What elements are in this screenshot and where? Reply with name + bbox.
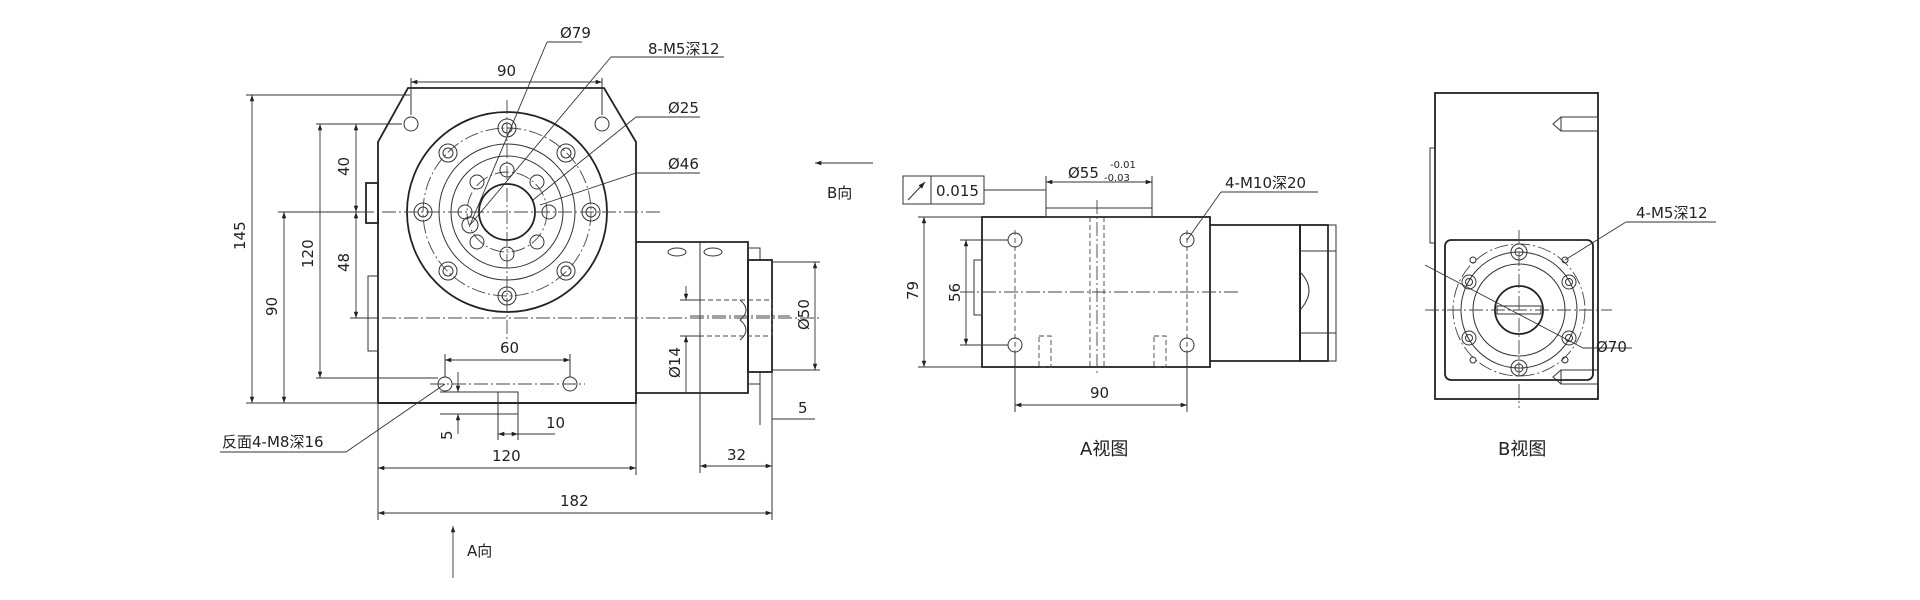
dim-w182: 182 — [560, 492, 589, 510]
view-a-motor — [1210, 224, 1301, 362]
dim-h145: 145 — [231, 221, 249, 250]
dim-w60: 60 — [500, 339, 519, 357]
dim-d79: Ø79 — [560, 24, 591, 42]
dim-d46: Ø46 — [668, 155, 699, 173]
view-b-housing — [1434, 92, 1599, 400]
dim-d55: Ø55 — [1068, 164, 1099, 182]
dim-4-m10: 4-M10深20 — [1225, 174, 1306, 192]
view-a-top-boss — [1045, 207, 1153, 218]
arrow-a-label: A向 — [467, 542, 492, 560]
arrow-b-label: B向 — [827, 184, 852, 202]
dim-d55-upper: -0.01 — [1110, 160, 1136, 171]
view-a: 0.015 Ø55 -0.01 -0.03 4-M10深20 79 56 90 … — [902, 160, 1337, 460]
dim-d25: Ø25 — [668, 99, 699, 117]
dim-w120: 120 — [492, 447, 521, 465]
front-view — [360, 87, 820, 415]
dim-back-holes: 反面4-M8深16 — [222, 433, 324, 451]
dim-h79: 79 — [904, 281, 922, 300]
dim-d70: Ø70 — [1596, 338, 1627, 356]
corner-hole-tr — [594, 116, 610, 132]
dim-h5: 5 — [438, 430, 456, 440]
tolerance-value: 0.015 — [936, 182, 979, 200]
dim-d50: Ø50 — [795, 299, 813, 330]
dim-h56: 56 — [946, 283, 964, 302]
dim-h120: 120 — [299, 239, 317, 268]
dim-w32: 32 — [727, 446, 746, 464]
dim-w5: 5 — [798, 399, 808, 417]
dim-w10: 10 — [546, 414, 565, 432]
view-b-title: B视图 — [1498, 439, 1546, 460]
front-dimensions: Ø79 8-M5深12 Ø25 Ø46 90 145 90 120 — [220, 24, 873, 578]
dim-b-4-m5: 4-M5深12 — [1636, 204, 1708, 222]
dim-d14: Ø14 — [666, 347, 684, 378]
dim-a-w90: 90 — [1090, 384, 1109, 402]
dim-w90: 90 — [497, 62, 516, 80]
dim-h90: 90 — [263, 297, 281, 316]
dim-h40: 40 — [335, 157, 353, 176]
dim-8-m5: 8-M5深12 — [648, 40, 720, 58]
front-side-housing — [636, 241, 749, 394]
corner-hole-tl — [403, 116, 419, 132]
view-a-title: A视图 — [1080, 439, 1128, 460]
view-b: 4-M5深12 Ø70 B视图 — [1424, 92, 1716, 460]
dim-d55-lower: -0.03 — [1104, 173, 1130, 184]
front-left-boss — [365, 182, 379, 224]
dim-h48: 48 — [335, 253, 353, 272]
